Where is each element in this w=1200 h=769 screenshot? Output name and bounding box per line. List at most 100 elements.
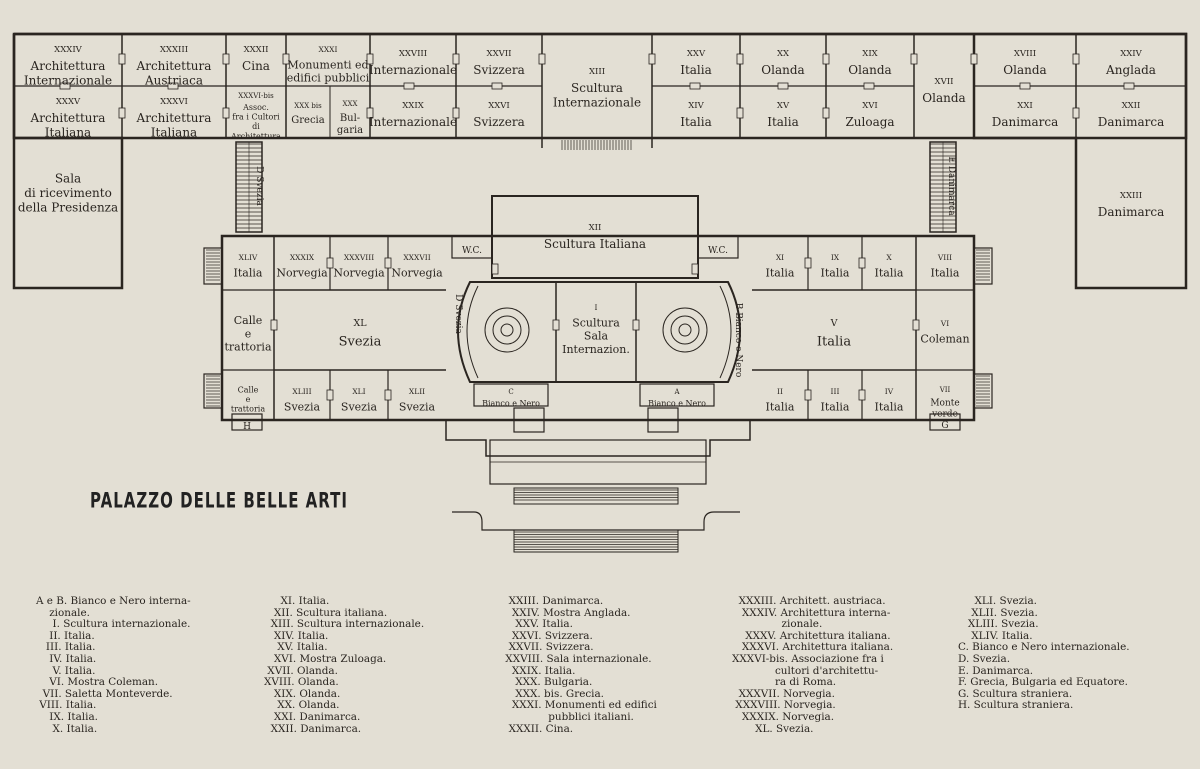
legend-entry: III. Italia. (36, 641, 96, 654)
room-label: Zuloaga (845, 115, 894, 129)
legend-entry: IX. Italia. (36, 710, 98, 723)
room-label: Svizzera (473, 63, 524, 77)
legend-entry: VII. Saletta Monteverde. (36, 687, 173, 700)
legend-entry: XVIII. Olanda. (264, 676, 339, 689)
legend-entry: zionale. (36, 606, 90, 619)
room-label: Italia (680, 115, 712, 129)
room-label: Calle (238, 385, 259, 394)
room-label: XLIII (292, 387, 311, 396)
legend-entry: XXXIV. Architettura interna- (732, 606, 891, 619)
legend-entry: ra di Roma. (732, 676, 837, 689)
room-label: XXVII (487, 49, 512, 59)
legend-entry: VIII. Italia. (36, 699, 97, 712)
room-label: XI (776, 253, 784, 262)
room-label: XVII (935, 77, 954, 87)
legend-entry: XXXVI. Architettura italiana. (732, 641, 894, 654)
room-label: Svizzera (473, 115, 524, 129)
corridor-label: D Svezia (254, 166, 264, 206)
legend-entry: XXVI. Svizzera. (502, 629, 593, 642)
room-label: Monumenti ed (287, 59, 368, 72)
room-label: Italia (767, 115, 799, 129)
legend-entry: XXXII. Cina. (502, 722, 574, 735)
room-label: XXII (1122, 101, 1141, 111)
legend-entry: cultori d'architettu- (732, 664, 879, 677)
room-label: XXXVIII (344, 253, 374, 262)
room-label: Danimarca (992, 115, 1059, 129)
room-label: Svezia (339, 335, 382, 350)
room-label: Calle (234, 314, 263, 327)
room-label: XL (353, 318, 367, 329)
room-label: XXI (1017, 101, 1032, 111)
room-label: Olanda (848, 63, 891, 77)
room-label: XVI (862, 101, 878, 111)
room-label: W.C. (708, 246, 728, 256)
legend-entry: pubblici italiani. (502, 710, 634, 723)
room-label: XXXIV (54, 45, 83, 55)
room-label: Anglada (1105, 63, 1156, 77)
room-label: XVIII (1014, 49, 1036, 59)
room-label: Architettura (136, 59, 212, 73)
room-label: XXVIII (399, 49, 427, 59)
room-label: Danimarca (1098, 115, 1165, 129)
room-label: Italia (821, 401, 850, 414)
room-label: Norvegia (391, 267, 443, 280)
room-label: VII (939, 386, 951, 394)
room-label: Italia (875, 401, 904, 414)
legend-column-3: XXIII. Danimarca. XXIV. Mostra Anglada. … (502, 595, 657, 735)
room-label: XXXVI-bis (238, 92, 274, 100)
room-label: Scultura (571, 81, 623, 95)
room-label: Italia (821, 267, 850, 280)
room-label: XLII (409, 387, 425, 396)
room-label: Internazionale (369, 63, 457, 77)
room-label: Norvegia (276, 267, 328, 280)
room-label: di (252, 122, 260, 131)
legend-entry: XXIX. Italia. (502, 664, 576, 677)
room-label: A (673, 388, 680, 396)
legend-entry: IV. Italia. (36, 652, 97, 665)
legend-entry: XL. Svezia. (732, 722, 814, 735)
legend-column-1: A e B. Bianco e Nero interna- zionale. I… (36, 595, 191, 735)
legend-entry: XXV. Italia. (502, 618, 573, 631)
room-label: VIII (937, 253, 952, 262)
room-label: Cina (242, 59, 270, 73)
legend-entry: I. Scultura internazionale. (36, 618, 191, 631)
room-label: edifici pubblici (287, 72, 370, 85)
room-label: IV (885, 387, 894, 396)
room-label: Internazion. (562, 343, 630, 356)
room-label: della Presidenza (18, 200, 118, 214)
corridor-label: D Svezia (453, 294, 463, 334)
room-label: Sala (584, 330, 609, 343)
room-label: Austriaca (144, 73, 203, 87)
room-label: XXXVII (403, 253, 430, 262)
legend-entry: A e B. Bianco e Nero interna- (36, 595, 191, 607)
room-label: Italia (931, 267, 960, 280)
room-label: IX (831, 253, 840, 262)
room-label: XXXIII (160, 45, 188, 55)
room-label: H (243, 422, 251, 432)
legend-entry: XV. Italia. (264, 641, 328, 654)
legend-entry: C. Bianco e Nero internazionale. (958, 641, 1130, 654)
room-label: Sala (55, 172, 81, 186)
room-label: V (830, 318, 838, 329)
legend-entry: XI. Italia. (264, 595, 330, 607)
room-label: Danimarca (1098, 205, 1165, 219)
legend-entry: XXXVIII. Norvegia. (732, 699, 836, 712)
room-label: Italiana (45, 125, 91, 139)
room-label: Architettura (30, 111, 106, 125)
legend-entry: XVI. Mostra Zuloaga. (264, 652, 387, 665)
legend-entry: F. Grecia, Bulgaria ed Equatore. (958, 676, 1128, 689)
legend-entry: XXXIX. Norvegia. (732, 710, 835, 723)
room-label: Bianco e Nero (648, 399, 706, 408)
legend-entry: XX. Olanda. (264, 699, 340, 712)
room-label: Grecia (291, 115, 324, 126)
legend-entry: G. Scultura straniera. (958, 687, 1073, 700)
legend-entry: II. Italia. (36, 629, 95, 642)
room-label: di ricevimento (24, 186, 112, 200)
room-label: Olanda (761, 63, 804, 77)
room-label: Assoc. (242, 103, 269, 112)
legend-entry: V. Italia. (36, 664, 96, 677)
room-label: Svezia (399, 401, 436, 414)
room-label: Architettura (230, 132, 281, 141)
room-label: fra i Cultori (232, 113, 280, 122)
legend-entry: XXIII. Danimarca. (502, 595, 604, 607)
